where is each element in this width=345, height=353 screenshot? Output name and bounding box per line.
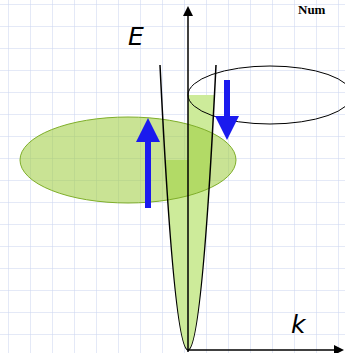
fermi-disk-down — [188, 66, 345, 124]
spin-up-arrow — [145, 140, 151, 208]
axis-label: E — [128, 24, 144, 49]
energy-axis — [187, 8, 189, 352]
spin-down-head — [215, 116, 239, 140]
spin-up-head — [136, 118, 160, 142]
corner-note: Num — [298, 3, 325, 16]
spin-down-arrow — [224, 80, 230, 118]
axis-label: k — [291, 312, 305, 337]
k-axis — [188, 349, 342, 351]
fermi-disk-up — [20, 117, 236, 203]
